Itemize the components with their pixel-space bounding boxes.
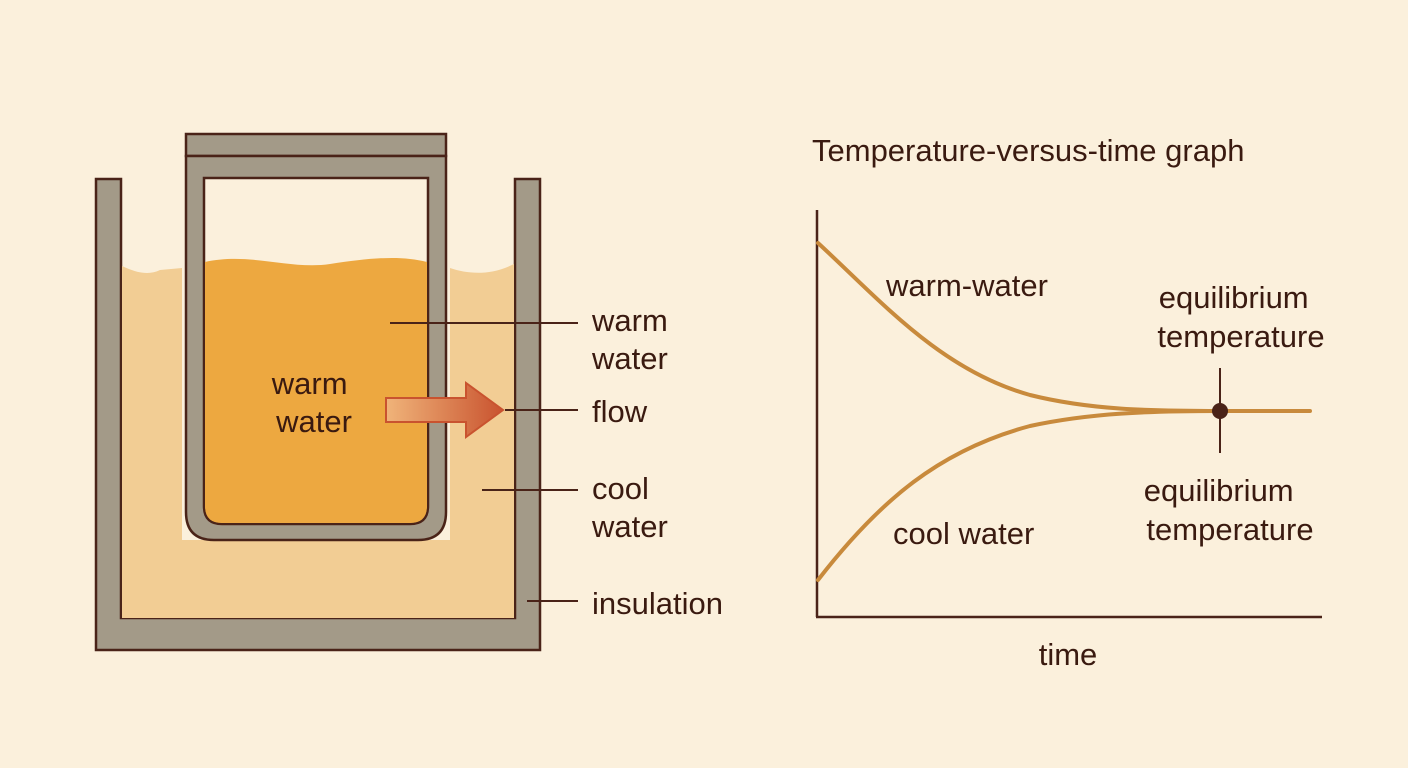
series-line-cool-water	[816, 409, 1222, 582]
inner-warm-water-label: warm water	[271, 366, 356, 439]
calorimeter-diagram: warm water	[94, 132, 542, 652]
annotation-equilibrium-lower: equilibrium temperature	[1144, 473, 1314, 547]
warm-water-region	[205, 257, 427, 523]
x-axis-label: time	[1039, 637, 1098, 672]
temperature-graph: Temperature-versus-time graph warm-water…	[812, 133, 1325, 672]
callout-cool-water: cool water	[591, 471, 668, 544]
callout-insulation: insulation	[592, 586, 723, 621]
inner-cup-lid	[184, 132, 448, 158]
cool-water-region	[122, 266, 182, 618]
chart-title: Temperature-versus-time graph	[812, 133, 1244, 168]
cool-water-bottom	[122, 540, 514, 618]
callout-warm-water: warm water	[591, 303, 676, 376]
equilibrium-point	[1212, 403, 1228, 419]
series-label-cool-water: cool water	[893, 516, 1034, 551]
annotation-equilibrium-upper: equilibrium temperature	[1157, 280, 1324, 354]
diagram-callouts: warm water flow cool water insulation	[390, 303, 723, 621]
right-arrow-icon	[385, 381, 505, 439]
cool-water-region-right	[450, 264, 514, 618]
series-label-warm-water: warm-water	[885, 268, 1048, 303]
insulation-wall	[94, 177, 542, 652]
inner-cup	[184, 154, 448, 542]
callout-flow: flow	[592, 394, 648, 429]
